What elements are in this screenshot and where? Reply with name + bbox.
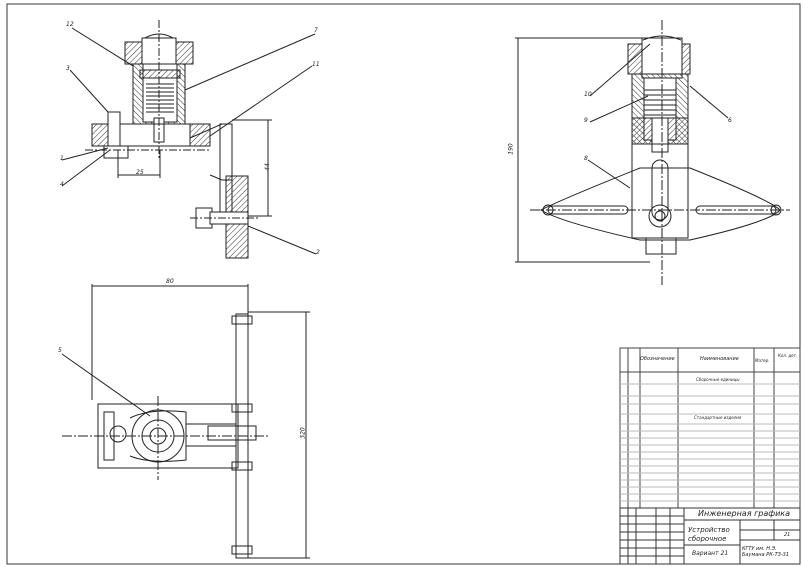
callout-4: 4 xyxy=(60,181,64,188)
callout-8: 8 xyxy=(584,155,588,162)
callout-1: 1 xyxy=(60,155,64,162)
spec-section-assembly: Сборочные единицы xyxy=(696,377,740,382)
side-view xyxy=(515,20,790,285)
callout-9: 9 xyxy=(584,117,588,124)
dim-190: 190 xyxy=(507,143,515,155)
plan-view xyxy=(61,284,310,559)
title-organization: КГТУ им. Н.Э. Баумана РК-ТЗ-31 xyxy=(742,546,790,558)
title-sheet-number: 21 xyxy=(784,532,791,538)
callout-11: 11 xyxy=(312,61,320,68)
dim-320: 320 xyxy=(299,427,307,439)
spec-col-designation: Обозначение xyxy=(640,356,675,362)
spec-col-material: Матер. xyxy=(755,358,770,363)
spec-col-qty: Кол. дет. xyxy=(778,353,798,358)
dim-44: 44 xyxy=(263,163,271,171)
callout-7: 7 xyxy=(314,27,318,34)
title-variant: Вариант 21 xyxy=(692,550,729,557)
title-subject: Инженерная графика xyxy=(698,509,791,518)
sheet-frame xyxy=(6,3,801,565)
spec-section-standard: Стандартные изделия xyxy=(694,415,742,420)
callout-2: 2 xyxy=(316,249,320,256)
callout-6: 6 xyxy=(728,117,732,124)
callout-5: 5 xyxy=(58,347,62,354)
callout-10: 10 xyxy=(584,91,592,98)
title-block xyxy=(619,507,801,565)
dim-25: 25 xyxy=(136,169,144,176)
spec-rows xyxy=(620,383,800,502)
front-view xyxy=(61,20,317,259)
dim-80: 80 xyxy=(166,278,174,285)
spec-col-name: Наименование xyxy=(700,356,739,362)
callout-3: 3 xyxy=(66,65,70,72)
callout-12: 12 xyxy=(66,21,74,28)
title-drawing-name: Устройство сборочное xyxy=(688,526,730,544)
